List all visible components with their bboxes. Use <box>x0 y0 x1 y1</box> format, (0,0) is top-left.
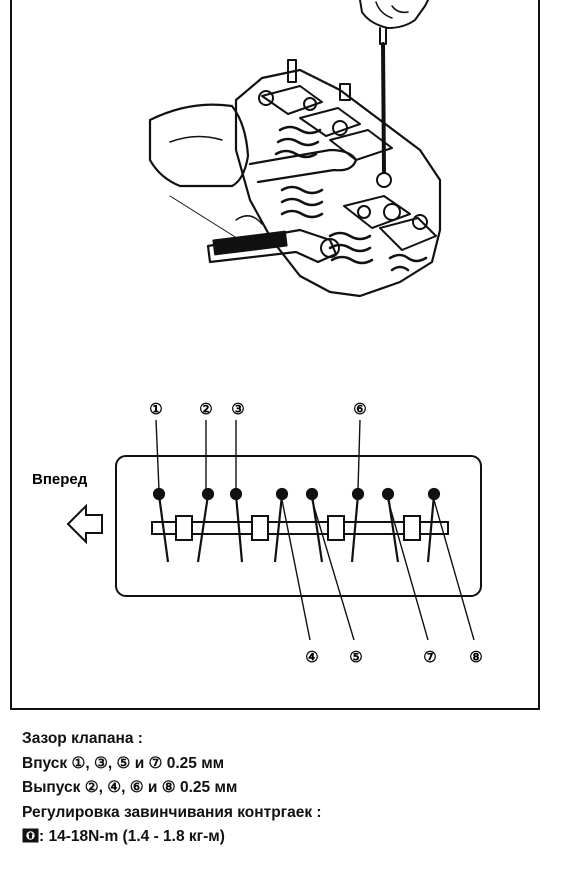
valve-label-6: ⑥ <box>353 400 366 418</box>
valve-label-8: ⑧ <box>469 648 482 666</box>
engine-illustration <box>148 0 442 298</box>
clearance-title: Зазор клапана : <box>22 730 143 747</box>
forward-arrow-icon <box>66 503 103 545</box>
torque-wrench-icon <box>22 828 39 843</box>
locknut-torque-title: Регулировка завинчивания контргаек : <box>22 803 322 821</box>
valve-label-3: ③ <box>231 400 244 418</box>
valve-label-1: ① <box>149 400 162 418</box>
torque-value: : 14-18N-m (1.4 - 1.8 кг-м) <box>39 828 225 845</box>
valve-diagram: ① ② ③ ⑥ ④ ⑤ ⑦ ⑧ Вперед <box>32 400 483 666</box>
valve-label-4: ④ <box>305 648 318 666</box>
exhaust-clearance: Выпуск ②, ④, ⑥ и ⑧ 0.25 мм <box>22 779 238 796</box>
specification-caption: Зазор клапана : Впуск ①, ③, ⑤ и ⑦ 0.25 м… <box>22 727 562 850</box>
intake-clearance: Впуск ①, ③, ⑤ и ⑦ 0.25 мм <box>22 754 225 772</box>
valve-adjustment-figure: ① ② ③ ⑥ ④ ⑤ ⑦ ⑧ Вперед <box>32 0 483 666</box>
figure-frame <box>10 0 540 710</box>
valve-label-7: ⑦ <box>423 648 436 666</box>
valve-label-5: ⑤ <box>349 648 362 666</box>
forward-label: Вперед <box>32 471 88 488</box>
torque-spec-line: : 14-18N-m (1.4 - 1.8 кг-м) <box>22 825 562 850</box>
valve-label-2: ② <box>199 400 212 418</box>
